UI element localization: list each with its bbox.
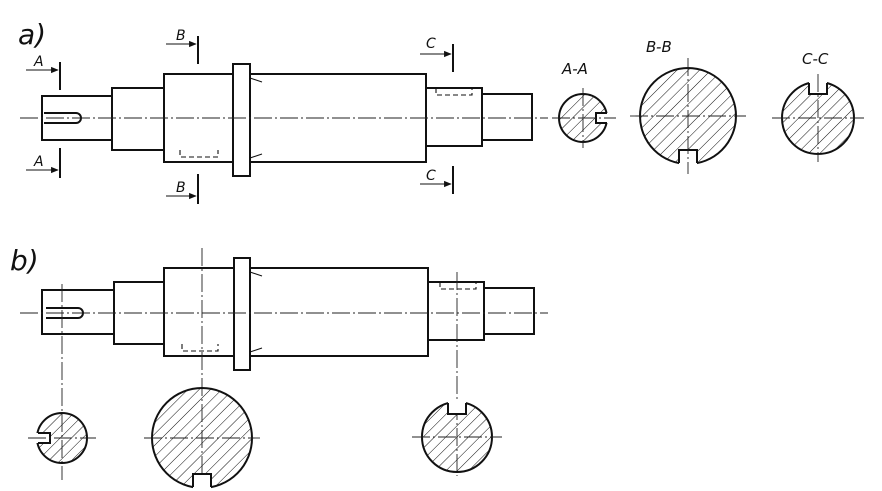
cutting-plane-b: B B — [166, 28, 199, 204]
hidden-keyway-b-right — [439, 282, 477, 290]
section-view-bb: B-B — [630, 38, 746, 174]
fillet-line — [249, 271, 263, 277]
arrow-label-b-bottom: B — [176, 180, 186, 196]
panel-b-label: b) — [10, 244, 39, 277]
shaft-a-outline — [41, 63, 533, 177]
hidden-keyway-a-hub — [179, 150, 219, 158]
section-title-aa: A-A — [561, 60, 588, 78]
shaft-b — [20, 257, 548, 371]
removed-section-2 — [144, 387, 260, 490]
removed-section-3 — [412, 400, 502, 473]
panel-a-label: a) — [18, 18, 46, 51]
section-title-bb: B-B — [646, 38, 672, 56]
arrow-label-a-top: A — [33, 54, 44, 70]
shaft-b-outline — [41, 257, 535, 371]
arrow-label-c-bottom: C — [426, 168, 436, 184]
arrow-label-c-top: C — [426, 36, 436, 52]
section-view-aa: A-A — [552, 60, 616, 148]
panel-b: b) — [10, 244, 548, 490]
panel-a: a) A — [18, 18, 864, 204]
section-view-cc: C-C — [772, 50, 864, 162]
shaft-a — [20, 63, 548, 177]
cutting-plane-c: C C — [420, 36, 454, 194]
hidden-keyway-b-hub — [181, 344, 219, 352]
cutting-plane-a: A A — [26, 54, 61, 178]
fillet-line — [249, 347, 263, 353]
removed-section-1 — [28, 412, 96, 464]
arrow-label-b-top: B — [176, 28, 186, 44]
hidden-keyway-a-right — [435, 88, 473, 96]
fillet-line — [249, 153, 263, 159]
section-title-cc: C-C — [802, 50, 829, 68]
fillet-line — [249, 77, 263, 83]
arrow-label-a-bottom: A — [33, 154, 44, 170]
